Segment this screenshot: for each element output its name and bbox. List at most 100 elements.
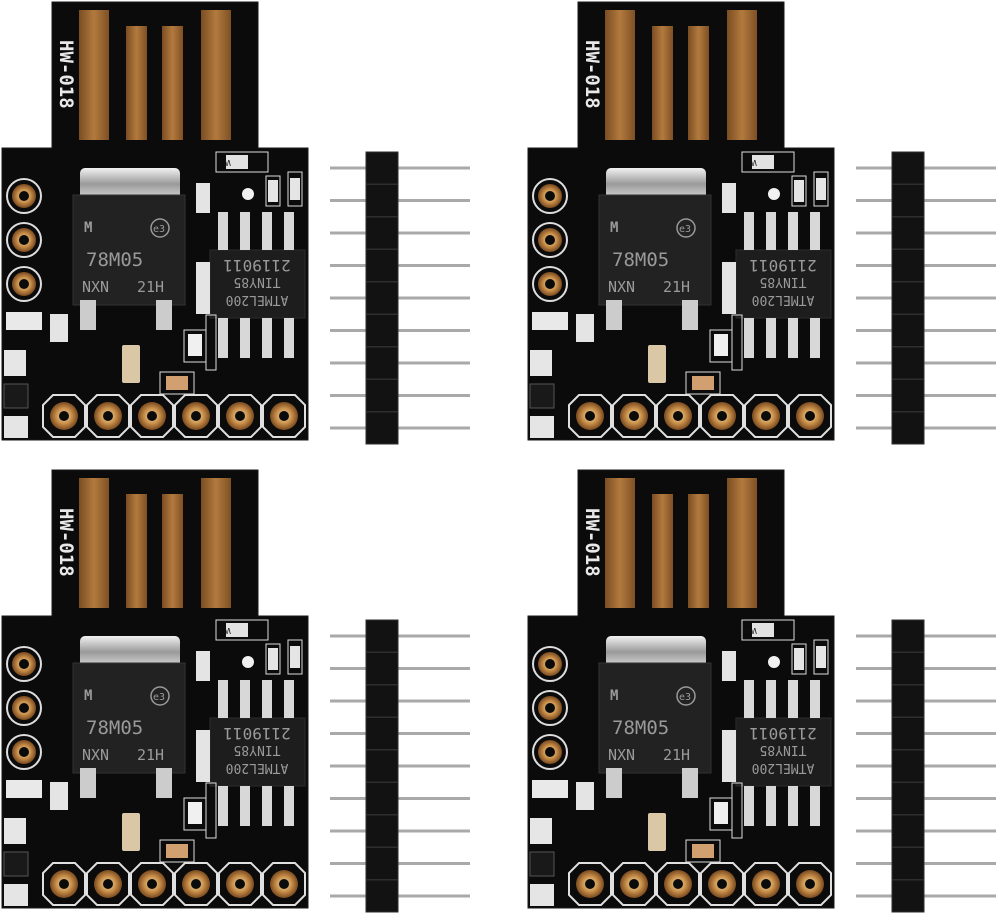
pad-hole — [805, 411, 815, 421]
chip-pin — [766, 212, 776, 250]
header-pin — [856, 394, 996, 397]
header-pin — [330, 894, 470, 898]
pad-hole — [585, 411, 595, 421]
regulator_logo: e3 — [679, 692, 691, 703]
usb-contact — [727, 478, 757, 608]
pad-hole — [761, 879, 771, 889]
regulator_line3: 21H — [137, 746, 164, 764]
chip-pin — [284, 318, 294, 358]
header-pin — [330, 797, 470, 800]
chip-pin — [810, 212, 820, 250]
header-pin — [330, 231, 470, 235]
chip-pin — [788, 680, 798, 718]
header-housing — [891, 281, 925, 315]
header-pin — [856, 166, 996, 170]
header-housing — [365, 216, 399, 250]
bottom-pads — [568, 394, 832, 438]
header-housing — [365, 879, 399, 913]
header-pin — [330, 166, 470, 170]
header-pin — [856, 764, 996, 768]
header-housing — [891, 216, 925, 250]
board-label: HW-018 — [55, 40, 77, 109]
board-top-left: HW-018 M e3 78M05 NXN 21H 21 — [0, 0, 500, 456]
svg-text:M: M — [610, 688, 618, 704]
mcu-marking: 2119011 — [223, 256, 290, 275]
chip-pin — [766, 786, 776, 826]
chip-pin — [284, 786, 294, 826]
bottom-pads — [568, 862, 832, 906]
chip-pin — [218, 212, 228, 250]
header-pin — [330, 329, 470, 332]
chip-pin — [240, 318, 250, 358]
regulator_line3: 21H — [663, 278, 690, 296]
header-housing — [891, 684, 925, 718]
usb-contact — [162, 494, 183, 608]
chip-pin — [262, 680, 272, 718]
pcb-board: HW-018 M e3 78M05 NXN 21H 21 — [527, 469, 835, 909]
header-pin — [856, 797, 996, 800]
header-pin — [856, 264, 996, 267]
usb-contact — [688, 26, 709, 140]
mcu-marking: ATMEL200 — [752, 292, 815, 307]
regulator_line2: NXN — [82, 278, 109, 296]
pad-hole — [147, 411, 157, 421]
svg-text:M: M — [84, 220, 92, 236]
chip-pin — [240, 786, 250, 826]
marks-w4: W4 — [744, 626, 757, 635]
pad-hole — [147, 879, 157, 889]
pcb-board: HW-018 M e3 78M05 NXN 21H 21 — [1, 1, 309, 441]
pin-header — [330, 619, 470, 913]
pad-hole — [191, 411, 201, 421]
regulator_line1: 78M05 — [86, 717, 143, 739]
board-label: HW-018 — [581, 508, 603, 577]
chip-pin — [262, 318, 272, 358]
usb-contact — [605, 10, 635, 140]
header-housing — [365, 411, 399, 445]
usb-contact — [126, 26, 147, 140]
header-housing — [891, 184, 925, 217]
header-housing — [891, 814, 925, 848]
header-housing — [365, 782, 399, 815]
header-housing — [891, 749, 925, 783]
pad-hole — [629, 411, 639, 421]
regulator_line1: 78M05 — [612, 249, 669, 271]
pad-hole — [59, 879, 69, 889]
header-pin — [330, 426, 470, 430]
regulator_line1: 78M05 — [86, 249, 143, 271]
board-bottom-left: HW-018 M e3 78M05 NXN 21H 21 — [0, 468, 500, 924]
header-pin — [856, 329, 996, 332]
regulator_logo: e3 — [153, 224, 165, 235]
header-housing — [891, 847, 925, 880]
board-bottom-right: HW-018 M e3 78M05 NXN 21H 21 — [526, 468, 1000, 924]
header-housing — [365, 151, 399, 185]
usb-contact — [201, 10, 231, 140]
regulator_line2: NXN — [608, 278, 635, 296]
marks-w4: W4 — [744, 158, 757, 167]
mcu-marking: ATMEL200 — [752, 760, 815, 775]
pad-hole — [235, 411, 245, 421]
pad-hole — [761, 411, 771, 421]
mcu-marking: 2119011 — [749, 724, 816, 743]
header-pin — [330, 862, 470, 865]
header-pin — [330, 764, 470, 768]
header-housing — [365, 249, 399, 282]
regulator_line1: 78M05 — [612, 717, 669, 739]
side-pads — [6, 646, 42, 770]
board-label: HW-018 — [581, 40, 603, 109]
chip-pin — [788, 318, 798, 358]
regulator_line2: NXN — [608, 746, 635, 764]
header-pin — [856, 296, 996, 300]
header-housing — [365, 619, 399, 653]
header-pin — [330, 361, 470, 365]
side-pads — [532, 646, 568, 770]
header-pin — [330, 829, 470, 833]
chip-pin — [240, 212, 250, 250]
mcu-marking: 2119011 — [223, 724, 290, 743]
side-pads — [6, 178, 42, 302]
smd-components: W4 — [3, 619, 303, 906]
pin-header — [330, 151, 470, 445]
mcu-marking: 2119011 — [749, 256, 816, 275]
header-housing — [891, 619, 925, 653]
header-housing — [365, 281, 399, 315]
